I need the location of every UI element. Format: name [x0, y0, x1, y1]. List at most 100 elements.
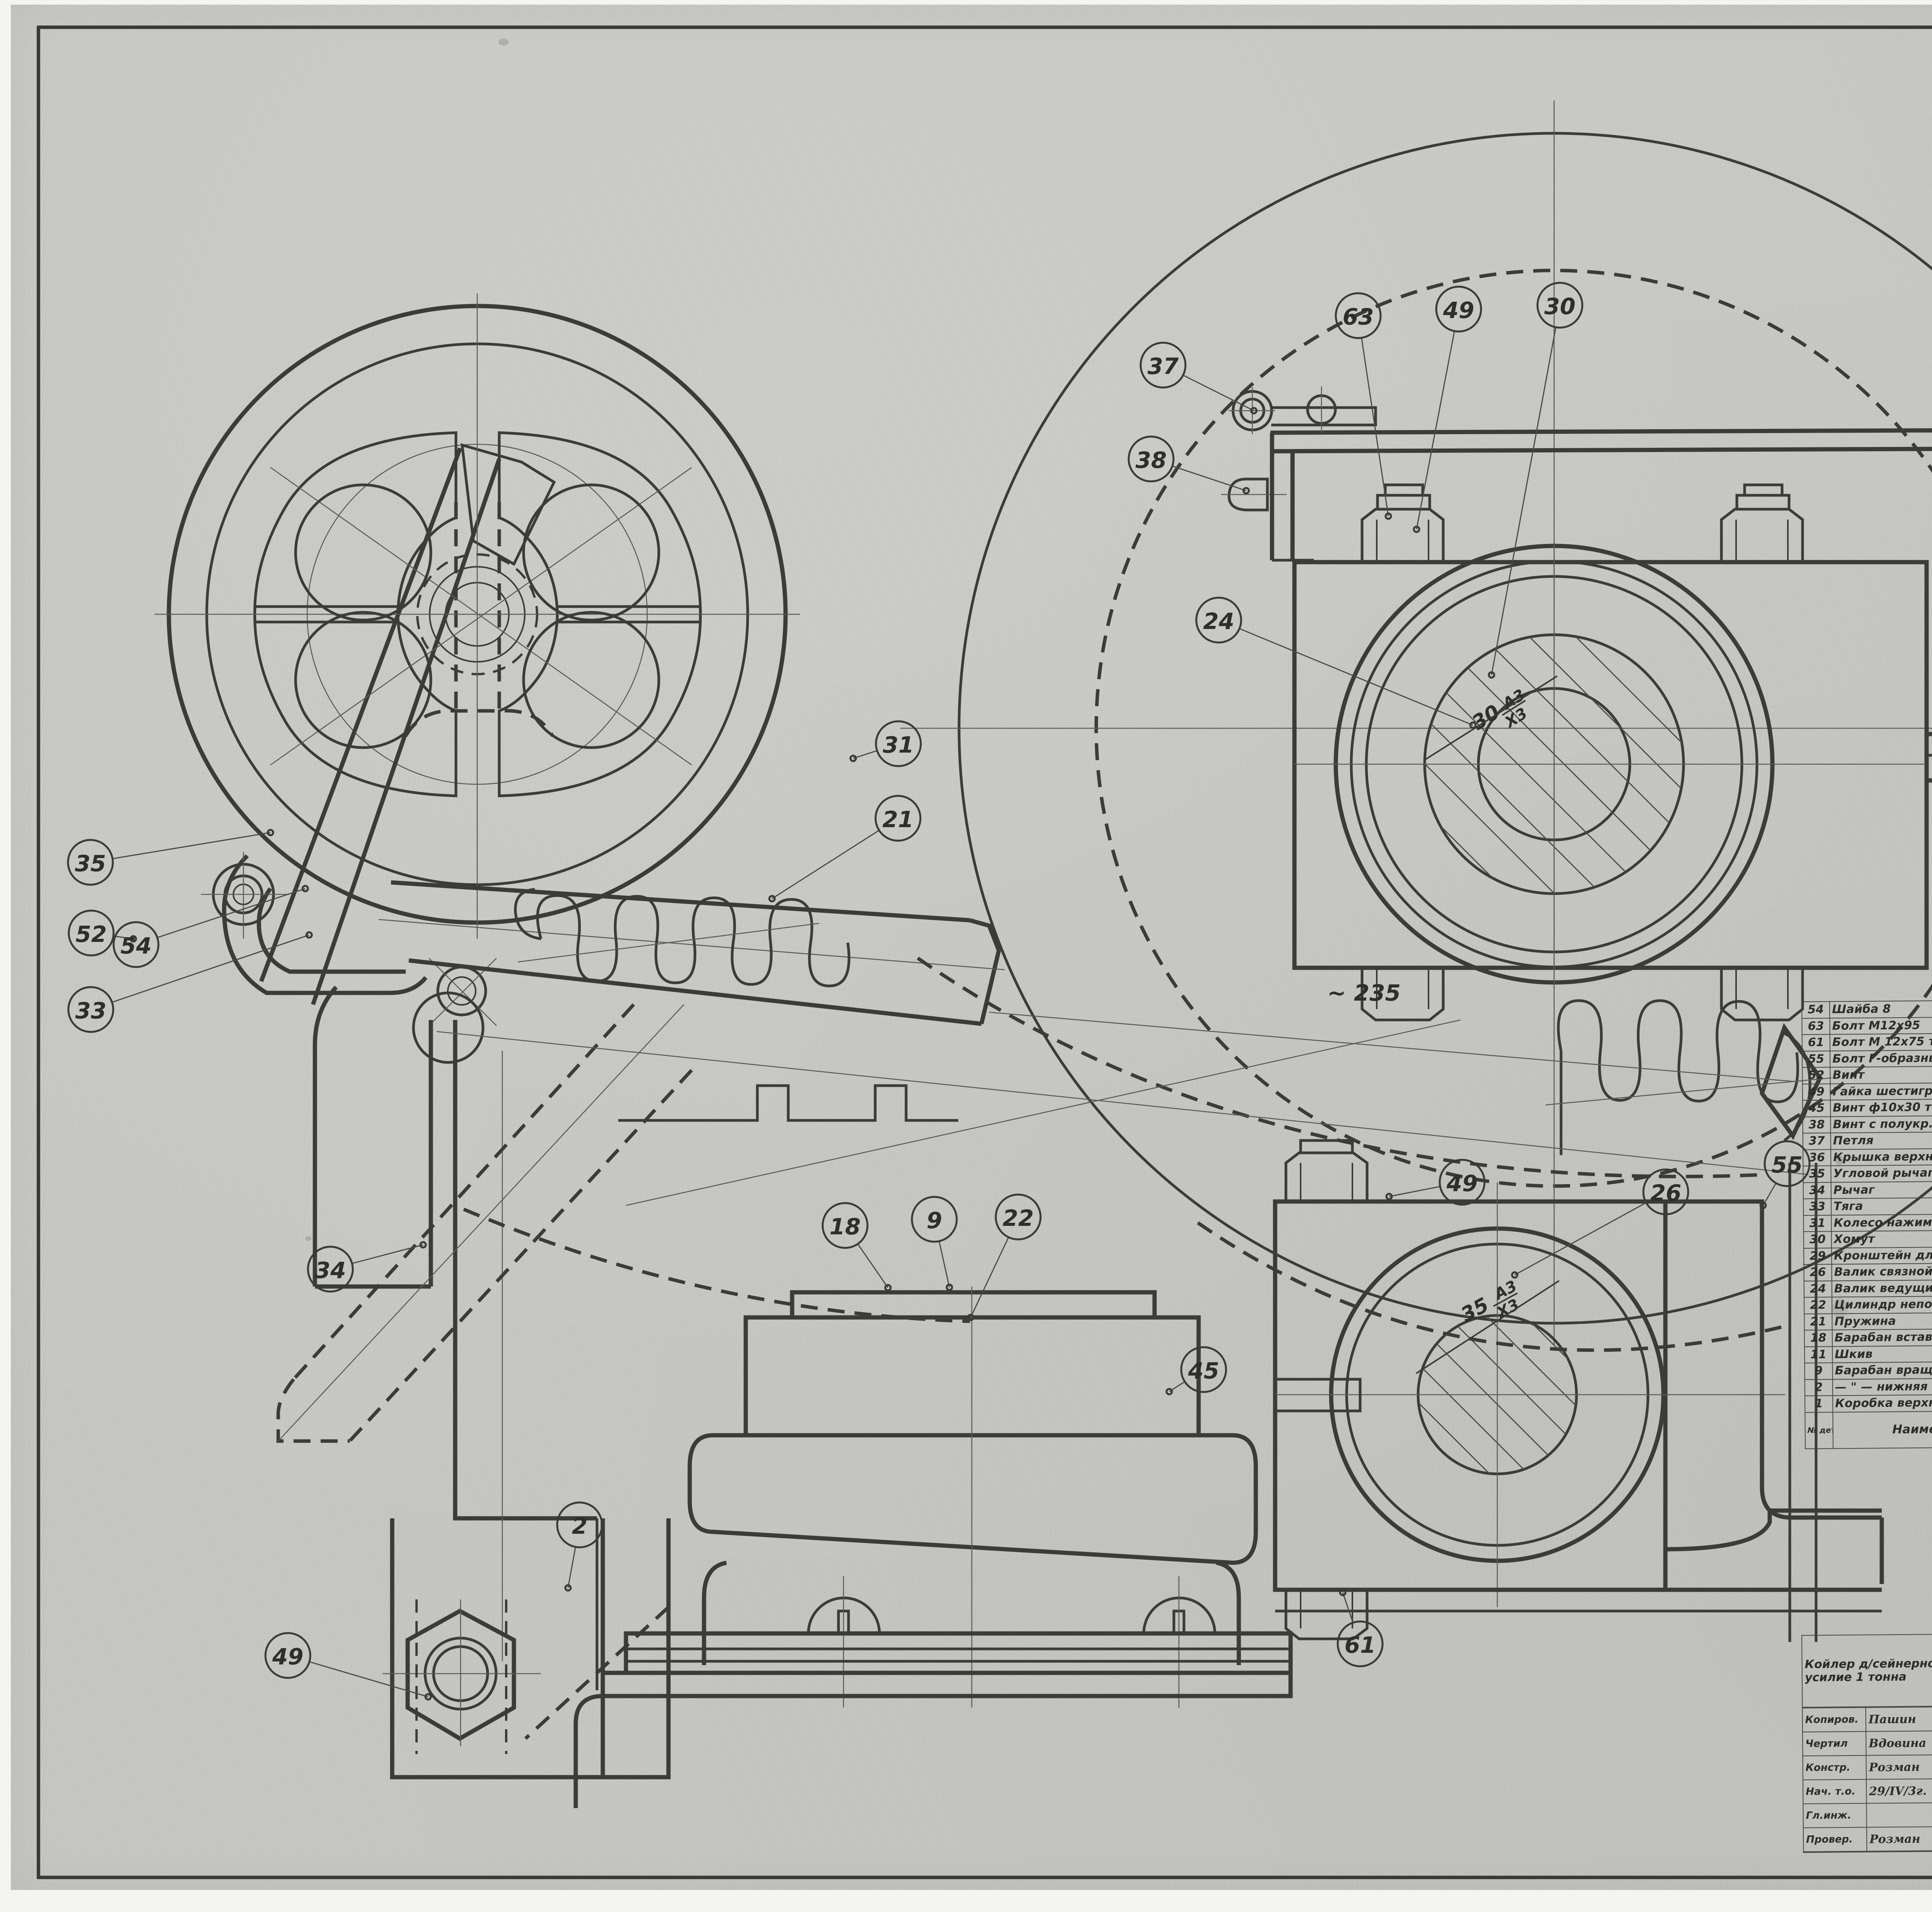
cell-part-number: 24: [1804, 1280, 1832, 1297]
cell-part-number: 21: [1804, 1313, 1832, 1330]
cell-part-name: — " — нижняя: [1832, 1377, 1932, 1396]
leader-line: [1342, 1592, 1354, 1622]
cell-part-name: Шайба 8: [1830, 999, 1932, 1018]
leader-line: [1389, 1186, 1440, 1197]
cell-part-number: 18: [1804, 1330, 1833, 1347]
balloon-callout-26[interactable]: 26: [1511, 1168, 1689, 1279]
balloon-label: 21: [883, 806, 914, 833]
approval-signature: Розман: [1866, 1826, 1932, 1851]
cell-part-number: 49: [1802, 1083, 1831, 1100]
cell-part-name: Петля: [1830, 1131, 1932, 1149]
leader-arrow-dot: [1759, 1202, 1767, 1209]
balloon-callout-18[interactable]: 18: [821, 1202, 892, 1292]
cell-part-name: Крышка верхней коробк.: [1831, 1147, 1932, 1166]
leader-arrow-dot: [1413, 525, 1420, 533]
balloon-circle: [67, 986, 114, 1033]
balloon-callout-45[interactable]: 45: [1165, 1346, 1227, 1395]
balloon-callout-24[interactable]: 24: [1195, 597, 1477, 729]
balloon-callout-31[interactable]: 31: [849, 720, 922, 767]
lever-linkage-assembly: [201, 852, 1005, 1779]
leader-arrow-dot: [1511, 1271, 1519, 1279]
balloon-label: 26: [1650, 1180, 1682, 1206]
balloon-callout-21[interactable]: 21: [768, 795, 922, 902]
leader-line: [1416, 331, 1455, 530]
paper-fleck: [1835, 1155, 1843, 1165]
balloon-callout-54[interactable]: 54: [112, 885, 309, 968]
approval-signature: Вдовина: [1866, 1730, 1932, 1756]
balloon-label: 18: [830, 1213, 861, 1240]
approval-signature: [1866, 1802, 1932, 1827]
balloon-circle: [1642, 1168, 1689, 1215]
leader-arrow-dot: [305, 931, 313, 939]
balloon-callout-2[interactable]: 2: [556, 1501, 603, 1592]
balloon-callout-55[interactable]: 55: [1759, 1140, 1811, 1209]
balloon-circle: [307, 1246, 354, 1293]
approvals-cell: Копиров.ПашинНянниковаЧертилВдовинаЕденс…: [1802, 1705, 1932, 1853]
object-title: Койлер д/сейнерной лебедки тяговое усили…: [1802, 1633, 1932, 1707]
balloon-circle: [1139, 342, 1187, 389]
approval-role: Нач. т.о.: [1803, 1779, 1867, 1804]
leader-arrow-dot: [946, 1283, 953, 1291]
balloon-callout-38[interactable]: 38: [1128, 435, 1250, 495]
approval-row: Копиров.ПашинНянникова: [1803, 1706, 1932, 1732]
balloon-label: 33: [75, 998, 107, 1024]
paper-fleck: [305, 1236, 311, 1241]
leader-arrow-dot: [424, 1693, 432, 1701]
balloon-callout-49[interactable]: 49: [1385, 1159, 1486, 1206]
balloon-label: 45: [1188, 1358, 1219, 1384]
approval-row: Провер.Розман: [1803, 1825, 1932, 1852]
dimension-235: ~ 235: [1327, 980, 1401, 1006]
leader-arrow-dot: [1242, 487, 1250, 495]
cell-part-number: 38: [1803, 1116, 1831, 1133]
cell-part-name: Барабан вставной: [1832, 1328, 1932, 1346]
cell-part-name: Болт М12х95: [1830, 1016, 1932, 1035]
leader-arrow-dot: [884, 1284, 892, 1292]
balloon-callout-49[interactable]: 49: [264, 1632, 432, 1701]
cell-part-number: 30: [1803, 1231, 1832, 1248]
balloon-callout-49[interactable]: 49: [1413, 286, 1482, 533]
leader-arrow-dot: [1250, 407, 1258, 415]
balloon-callout-37[interactable]: 37: [1139, 342, 1258, 415]
cell-part-number: 55: [1802, 1050, 1830, 1067]
balloon-callout-9[interactable]: 9: [911, 1196, 958, 1291]
cell-part-name: Пружина: [1832, 1312, 1932, 1330]
balloon-callout-22[interactable]: 22: [967, 1193, 1042, 1321]
balloon-label: 2: [572, 1513, 587, 1539]
balloon-circle: [68, 909, 115, 957]
cell-part-number: 61: [1802, 1034, 1830, 1051]
balloon-callout-63[interactable]: 63: [1335, 292, 1392, 520]
balloon-label: 35: [75, 850, 106, 877]
approval-row: Гл.инж.Матросов: [1803, 1802, 1932, 1828]
balloon-circle: [112, 921, 160, 968]
balloon-circle: [1764, 1140, 1811, 1187]
cell-part-name: Шкив: [1832, 1344, 1932, 1363]
balloon-label: 9: [927, 1207, 942, 1234]
cell-part-number: 31: [1803, 1215, 1832, 1232]
balloon-circle: [1128, 435, 1175, 483]
flywheel-assembly: [155, 294, 800, 1005]
balloon-callout-34[interactable]: 34: [307, 1241, 427, 1293]
cell-part-number: 1: [1805, 1395, 1833, 1412]
balloon-circle: [821, 1202, 869, 1249]
balloon-label: 49: [1446, 1170, 1478, 1196]
approval-row: Констр.РозманРосман: [1803, 1754, 1932, 1780]
leader-arrow-dot: [1469, 721, 1477, 729]
balloon-label: 54: [121, 933, 152, 959]
leader-arrow-dot: [967, 1314, 975, 1321]
balloon-callout-33[interactable]: 33: [67, 931, 313, 1033]
cell-part-name: Рычаг: [1831, 1180, 1932, 1199]
leader-arrow-dot: [768, 895, 776, 902]
cell-part-name: Колесо нажимное: [1831, 1213, 1932, 1232]
balloon-circle: [995, 1193, 1042, 1241]
balloon-callout-30[interactable]: 30: [1488, 282, 1583, 679]
balloon-callout-35[interactable]: 35: [67, 829, 274, 886]
balloon-callout-52[interactable]: 52: [68, 909, 137, 957]
balloon-circle: [1180, 1346, 1227, 1393]
leader-arrow-dot: [1488, 671, 1495, 679]
balloon-callout-group: 1136129634930373824312135525433342491892…: [67, 282, 1811, 1701]
approval-signature: Пашин: [1866, 1706, 1932, 1732]
cell-part-name: Коробка верхняя: [1833, 1394, 1932, 1412]
leader-line: [1514, 1202, 1646, 1276]
balloon-callout-61[interactable]: 61: [1337, 1589, 1384, 1667]
